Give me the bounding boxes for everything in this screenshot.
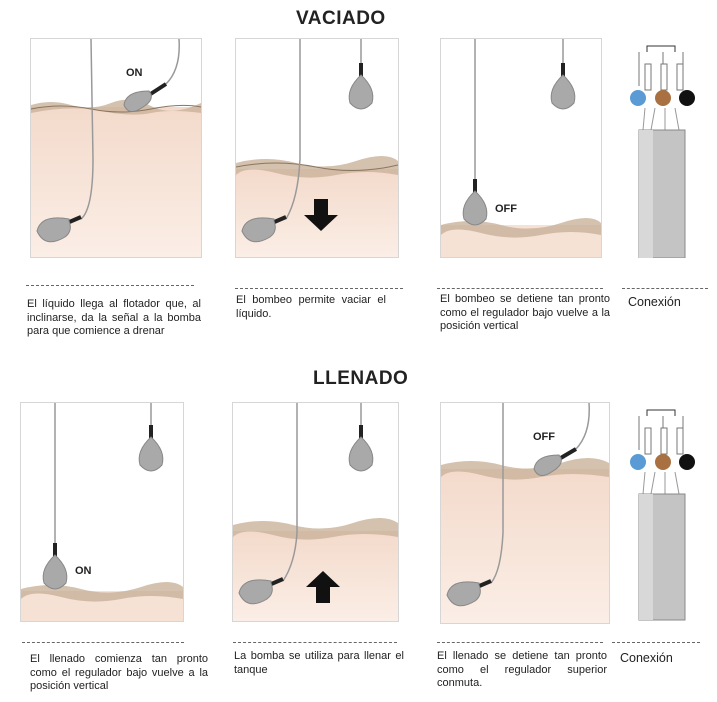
vaciado-panel-1: ON [30,38,202,258]
vaciado-panel-2 [235,38,399,258]
separator [622,288,708,289]
separator [437,288,603,289]
liquid-surface [31,99,201,115]
connection-cable-bottom [625,402,705,622]
separator [437,642,603,643]
conexion-label: Conexión [620,651,673,665]
separator [22,642,184,643]
connection-cable-top [625,38,705,259]
separator [612,642,700,643]
llenado-panel-3: OFF [440,402,610,624]
wire-brown [655,454,671,470]
llenado-title: LLENADO [313,368,409,389]
caption: La bomba se utiliza para llenar el tanqu… [234,650,404,676]
arrow-up [306,571,340,603]
off-label: OFF [533,431,555,443]
caption: El llenado se detiene tan pronto como el… [437,650,607,689]
wire-blue [630,90,646,106]
wire-brown [655,90,671,106]
wire-blue [630,454,646,470]
float-lower [36,217,71,243]
on-label: ON [126,67,143,79]
wire-black [679,90,695,106]
caption: El llenado comienza tan pronto como el r… [30,653,208,692]
separator [235,288,403,289]
float-upper [123,90,152,112]
caption: El bombeo permite vaciar el líquido. [236,294,386,320]
vaciado-panel-3: OFF [440,38,602,258]
on-label: ON [75,565,92,577]
llenado-panel-2 [232,402,399,622]
vaciado-title: VACIADO [296,8,386,29]
off-label: OFF [495,203,517,215]
separator [26,285,194,286]
arrow-down [304,199,338,231]
wire-black [679,454,695,470]
caption: El bombeo se detiene tan pronto como el … [440,293,610,332]
llenado-panel-1: ON [20,402,184,622]
caption: El líquido llega al flotador que, al inc… [27,298,201,337]
conexion-label: Conexión [628,295,681,309]
separator [233,642,397,643]
